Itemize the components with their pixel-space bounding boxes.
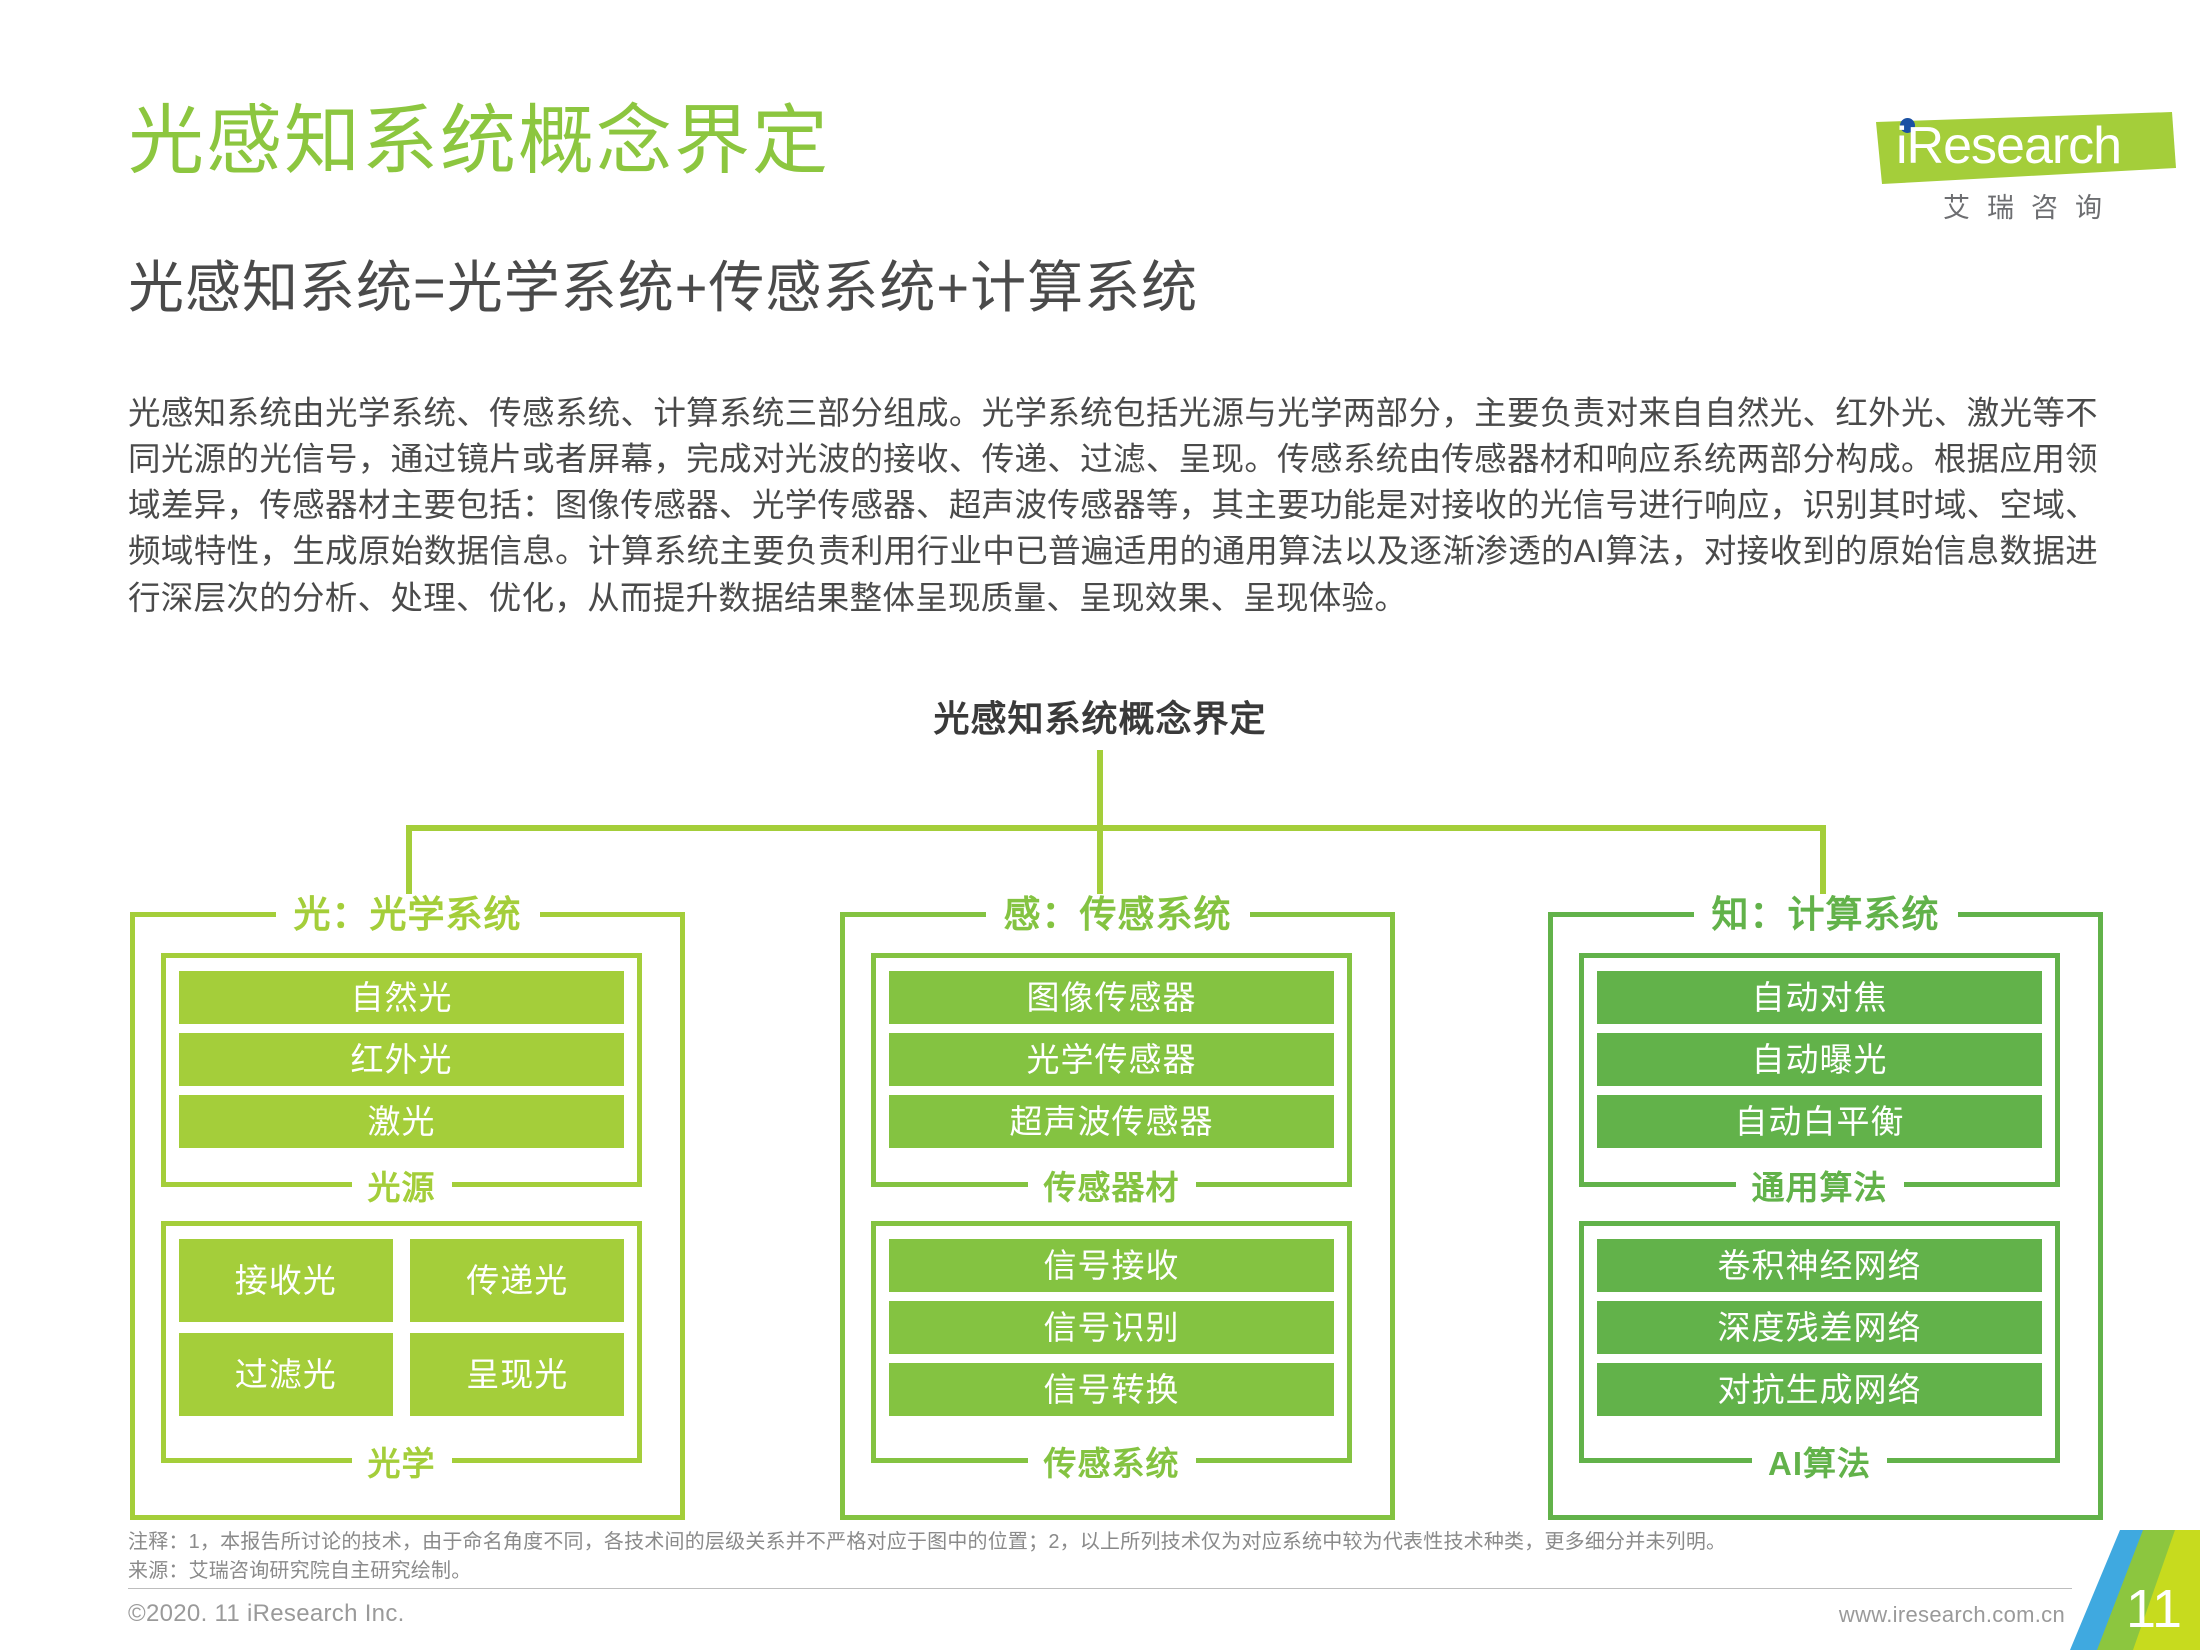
logo-i-dot-icon xyxy=(1900,118,1915,133)
item-cell: 卷积神经网络 xyxy=(1597,1239,2042,1292)
branch-header-label: 光：光学系统 xyxy=(275,894,540,935)
item-cell: 呈现光 xyxy=(410,1333,624,1416)
copyright-text: ©2020. 11 iResearch Inc. xyxy=(128,1600,405,1627)
group-label-text: AI算法 xyxy=(1752,1445,1887,1482)
group-label: 光学 xyxy=(166,1437,637,1485)
page-title: 光感知系统概念界定 xyxy=(128,99,830,184)
item-cell: 自动曝光 xyxy=(1597,1033,2042,1086)
footnotes: 注释：1，本报告所讨论的技术，由于命名角度不同，各技术间的层级关系并不严格对应于… xyxy=(128,1528,2088,1586)
branch-header-label: 知：计算系统 xyxy=(1693,894,1958,935)
item-cell: 激光 xyxy=(179,1095,624,1148)
group-label: 通用算法 xyxy=(1584,1161,2055,1209)
branch-computing-system: 知：计算系统 自动对焦 自动曝光 自动白平衡 通用算法 卷积神经网络 深度残差网… xyxy=(1548,894,2103,1520)
item-cell: 过滤光 xyxy=(179,1333,393,1416)
group-label: 传感系统 xyxy=(876,1437,1347,1485)
branch-header: 光：光学系统 xyxy=(135,884,680,938)
item-cell: 红外光 xyxy=(179,1033,624,1086)
group-optics: 接收光 传递光 过滤光 呈现光 光学 xyxy=(161,1221,642,1482)
group-label-text: 传感系统 xyxy=(1027,1445,1196,1482)
group-light-source: 自然光 红外光 激光 光源 xyxy=(161,953,642,1206)
item-cell: 自动白平衡 xyxy=(1597,1095,2042,1148)
group-label-text: 光源 xyxy=(351,1169,452,1206)
page-subtitle: 光感知系统=光学系统+传感系统+计算系统 xyxy=(128,256,1199,319)
item-grid: 接收光 传递光 过滤光 呈现光 xyxy=(179,1239,624,1427)
website-link[interactable]: www.iresearch.com.cn xyxy=(1838,1602,2065,1627)
body-paragraph: 光感知系统由光学系统、传感系统、计算系统三部分组成。光学系统包括光源与光学两部分… xyxy=(128,395,2098,616)
group-label: 光源 xyxy=(166,1161,637,1209)
group-label-text: 通用算法 xyxy=(1735,1169,1904,1206)
item-cell: 自动对焦 xyxy=(1597,971,2042,1024)
branch-sensing-system: 感：传感系统 图像传感器 光学传感器 超声波传感器 传感器材 信号接收 信号识别… xyxy=(840,894,1395,1520)
branch-header: 感：传感系统 xyxy=(845,884,1390,938)
group-label: AI算法 xyxy=(1584,1437,2055,1485)
item-cell: 信号转换 xyxy=(889,1363,1334,1416)
branch-optical-system: 光：光学系统 自然光 红外光 激光 光源 接收光 传递光 过滤光 呈现光 光学 xyxy=(130,894,685,1520)
footnote-line-1: 注释：1，本报告所讨论的技术，由于命名角度不同，各技术间的层级关系并不严格对应于… xyxy=(128,1531,1727,1553)
page-number: 11 xyxy=(2125,1579,2182,1639)
iresearch-logo: iResearch 艾瑞咨询 xyxy=(1876,112,2176,223)
branch-header-label: 感：传感系统 xyxy=(985,894,1250,935)
group-label: 传感器材 xyxy=(876,1161,1347,1209)
group-ai-algorithms: 卷积神经网络 深度残差网络 对抗生成网络 AI算法 xyxy=(1579,1221,2060,1482)
branch-header: 知：计算系统 xyxy=(1553,884,2098,938)
corner-decoration-icon xyxy=(2070,1530,2200,1650)
logo-chinese-name: 艾瑞咨询 xyxy=(1943,193,2119,223)
item-cell: 信号识别 xyxy=(889,1301,1334,1354)
item-cell: 接收光 xyxy=(179,1239,393,1322)
item-cell: 自然光 xyxy=(179,971,624,1024)
logo-wordmark: iResearch xyxy=(1896,117,2122,175)
footnote-line-2: 来源：艾瑞咨询研究院自主研究绘制。 xyxy=(128,1560,472,1582)
item-cell: 图像传感器 xyxy=(889,971,1334,1024)
group-sensor-hardware: 图像传感器 光学传感器 超声波传感器 传感器材 xyxy=(871,953,1352,1206)
item-cell: 传递光 xyxy=(410,1239,624,1322)
item-cell: 信号接收 xyxy=(889,1239,1334,1292)
item-cell: 深度残差网络 xyxy=(1597,1301,2042,1354)
item-cell: 对抗生成网络 xyxy=(1597,1363,2042,1416)
item-cell: 光学传感器 xyxy=(889,1033,1334,1086)
chart-title: 光感知系统概念界定 xyxy=(933,698,1267,739)
item-cell: 超声波传感器 xyxy=(889,1095,1334,1148)
logo-shape-icon xyxy=(1876,112,2176,184)
group-label-text: 传感器材 xyxy=(1027,1169,1196,1206)
footer-divider xyxy=(128,1588,2072,1589)
group-sensing-subsystem: 信号接收 信号识别 信号转换 传感系统 xyxy=(871,1221,1352,1482)
group-general-algorithms: 自动对焦 自动曝光 自动白平衡 通用算法 xyxy=(1579,953,2060,1206)
group-label-text: 光学 xyxy=(351,1445,452,1482)
